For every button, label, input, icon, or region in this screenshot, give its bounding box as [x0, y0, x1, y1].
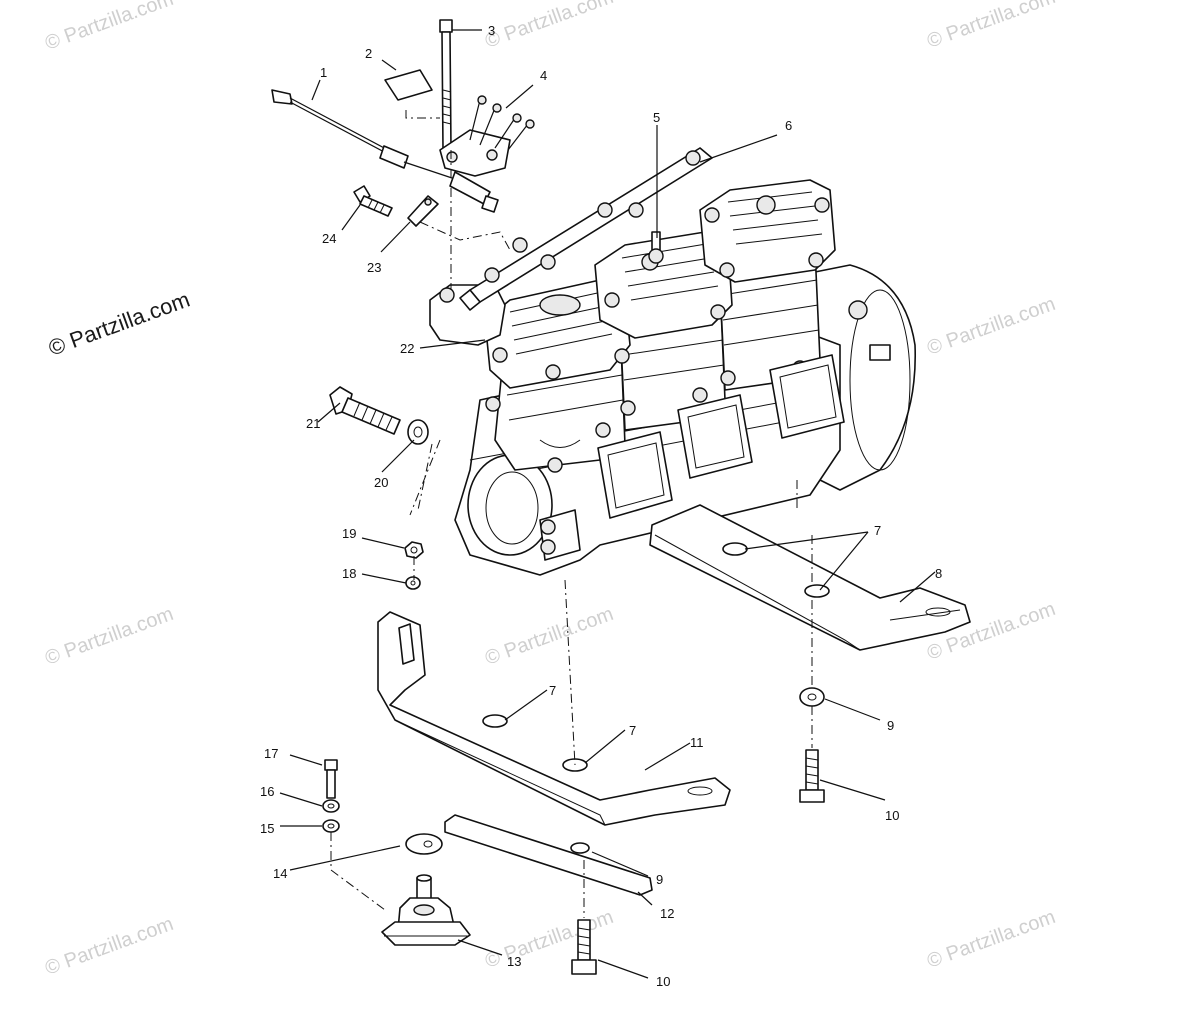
callout-24: 24: [322, 231, 336, 246]
callout-10b: 10: [656, 974, 670, 989]
part-10-bolt-bottom: [571, 919, 597, 975]
part-20-washer: [407, 419, 429, 445]
watermark: © Partzilla.com: [42, 603, 176, 670]
part-12-shim: [444, 814, 653, 896]
callout-9a: 9: [887, 718, 894, 733]
intake-port-3: [769, 354, 845, 439]
part-14-spacer: [405, 833, 443, 855]
part-17-bolt: [324, 759, 338, 799]
callout-1: 1: [320, 65, 327, 80]
watermark: © Partzilla.com: [924, 906, 1058, 973]
callout-22: 22: [400, 341, 414, 356]
callout-5: 5: [653, 110, 660, 125]
part-21-bolt: [329, 386, 401, 435]
watermark-main: © Partzilla.com: [45, 287, 193, 361]
watermark: © Partzilla.com: [924, 293, 1058, 360]
callout-16: 16: [260, 784, 274, 799]
callout-7c: 7: [629, 723, 636, 738]
part-3-bolt: [439, 19, 453, 151]
callout-labels: 1 2 3 4 5 6 7 7 7 8 9 9 10 10 11 12 13 1…: [260, 23, 942, 989]
watermark: © Partzilla.com: [42, 913, 176, 980]
callout-12: 12: [660, 906, 674, 921]
part-4-bracket: [439, 95, 535, 177]
part-1-cable: [271, 89, 499, 213]
part-10-bolt-right: [799, 749, 825, 803]
assembly-centerlines: [330, 110, 813, 918]
callout-6: 6: [785, 118, 792, 133]
callout-7b: 7: [549, 683, 556, 698]
part-9-washer: [799, 687, 825, 707]
callout-23: 23: [367, 260, 381, 275]
engine-block: [429, 179, 917, 576]
part-2-decal: [384, 69, 433, 101]
cylinder-head-3: [699, 179, 836, 283]
callout-18: 18: [342, 566, 356, 581]
watermark: © Partzilla.com: [924, 0, 1058, 53]
callout-9b: 9: [656, 872, 663, 887]
callout-3: 3: [488, 23, 495, 38]
intake-port-1: [597, 431, 673, 519]
part-18-washer: [405, 576, 421, 590]
part-23-clip: [407, 195, 439, 227]
callout-7a: 7: [874, 523, 881, 538]
callout-21: 21: [306, 416, 320, 431]
part-15-washer: [322, 819, 340, 833]
watermark: © Partzilla.com: [42, 0, 176, 55]
part-19-nut: [404, 541, 424, 559]
cylinder-head-1: [484, 279, 631, 389]
callout-15: 15: [260, 821, 274, 836]
callout-2: 2: [365, 46, 372, 61]
callout-8: 8: [935, 566, 942, 581]
callout-10a: 10: [885, 808, 899, 823]
callout-11: 11: [690, 735, 704, 750]
watermark: © Partzilla.com: [482, 603, 616, 670]
part-24-screw: [353, 185, 393, 217]
part-16-washer: [322, 799, 340, 813]
callout-4: 4: [540, 68, 547, 83]
callout-20: 20: [374, 475, 388, 490]
part-11-mount-plate: [377, 611, 731, 826]
callout-14: 14: [273, 866, 287, 881]
part-13-isolator: [381, 874, 471, 946]
callout-17: 17: [264, 746, 278, 761]
callout-19: 19: [342, 526, 356, 541]
part-8-mount-plate: [649, 504, 971, 651]
callout-13: 13: [507, 954, 521, 969]
watermark: © Partzilla.com: [482, 0, 616, 53]
intake-port-2: [677, 394, 753, 479]
leader-lines: [279, 29, 936, 979]
